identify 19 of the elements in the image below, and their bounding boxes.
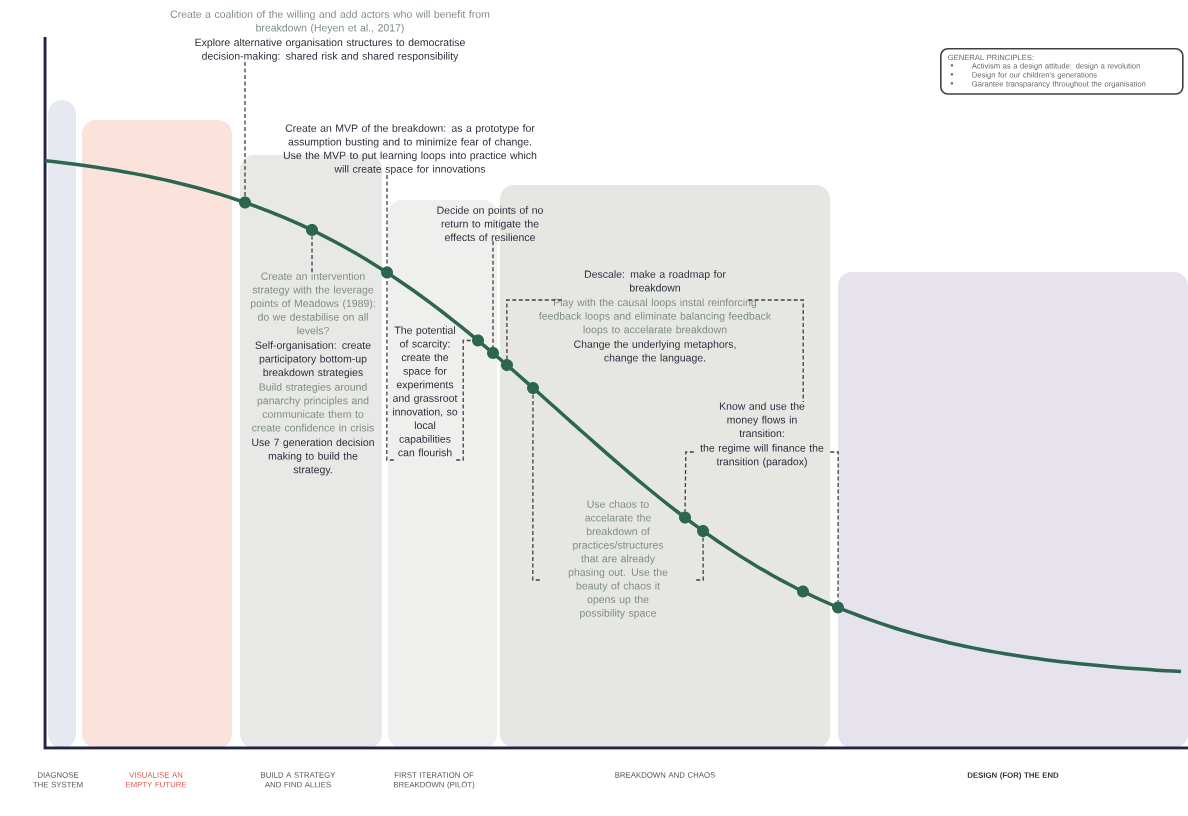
annotation-text: Create a coalition of the willing and add actors who will benefit from breakdown (Heyen et al., 2017) Explore alternative organisation structures to democratise decision-making: shared risk and shared responsibility	[170, 10, 490, 62]
leader-line	[695, 536, 704, 581]
leader-line	[455, 339, 473, 461]
annotation-text: Decide on points of no return to mitigate the effects of resilience	[437, 206, 543, 242]
leader-line	[492, 240, 494, 348]
annotation-text: Create an MVP of the breakdown: as a prototype for assumption busting and to minimize fear of change. Use the MVP to put learning loops into practice which will create space for innovations	[283, 124, 537, 175]
leader-line	[506, 299, 563, 360]
annotation-text: Use chaos to accelarate the breakdown of practices/structures that are already phasing out. Use the beauty of chaos it opens up the possibility space	[568, 500, 668, 619]
annotation-text: The potential of scarcity: create the space for experiments and grassroot innovation, so local capabilities can flourish	[393, 326, 458, 457]
leader-line	[747, 299, 804, 403]
leader-line	[244, 61, 246, 197]
annotation-text: Know and use the money flows in transition: the regime will finance the transition (paradox)	[700, 402, 824, 468]
leader-line	[311, 235, 313, 273]
leader-line	[532, 393, 541, 581]
leader-line	[386, 278, 395, 461]
annotation-text: Descale: make a roadmap for breakdown Play with the causal loops instal reinforcing feedback loops and eliminate balancing feedback loops to accelarate breakdown Change the underlying metaphors, change the language.	[539, 270, 772, 364]
annotation-text: Create an intervention strategy with the leverage points of Meadows (1989): do we destabilise on all levels? Self-organisation: create participatory bottom-up breakdown strategies Build strategies around panarchy principles and communicate them to create confidence in crisis Use 7 generation decision making to build the strategy.	[250, 272, 375, 476]
leader-line	[684, 451, 695, 513]
leader-line	[829, 451, 839, 602]
